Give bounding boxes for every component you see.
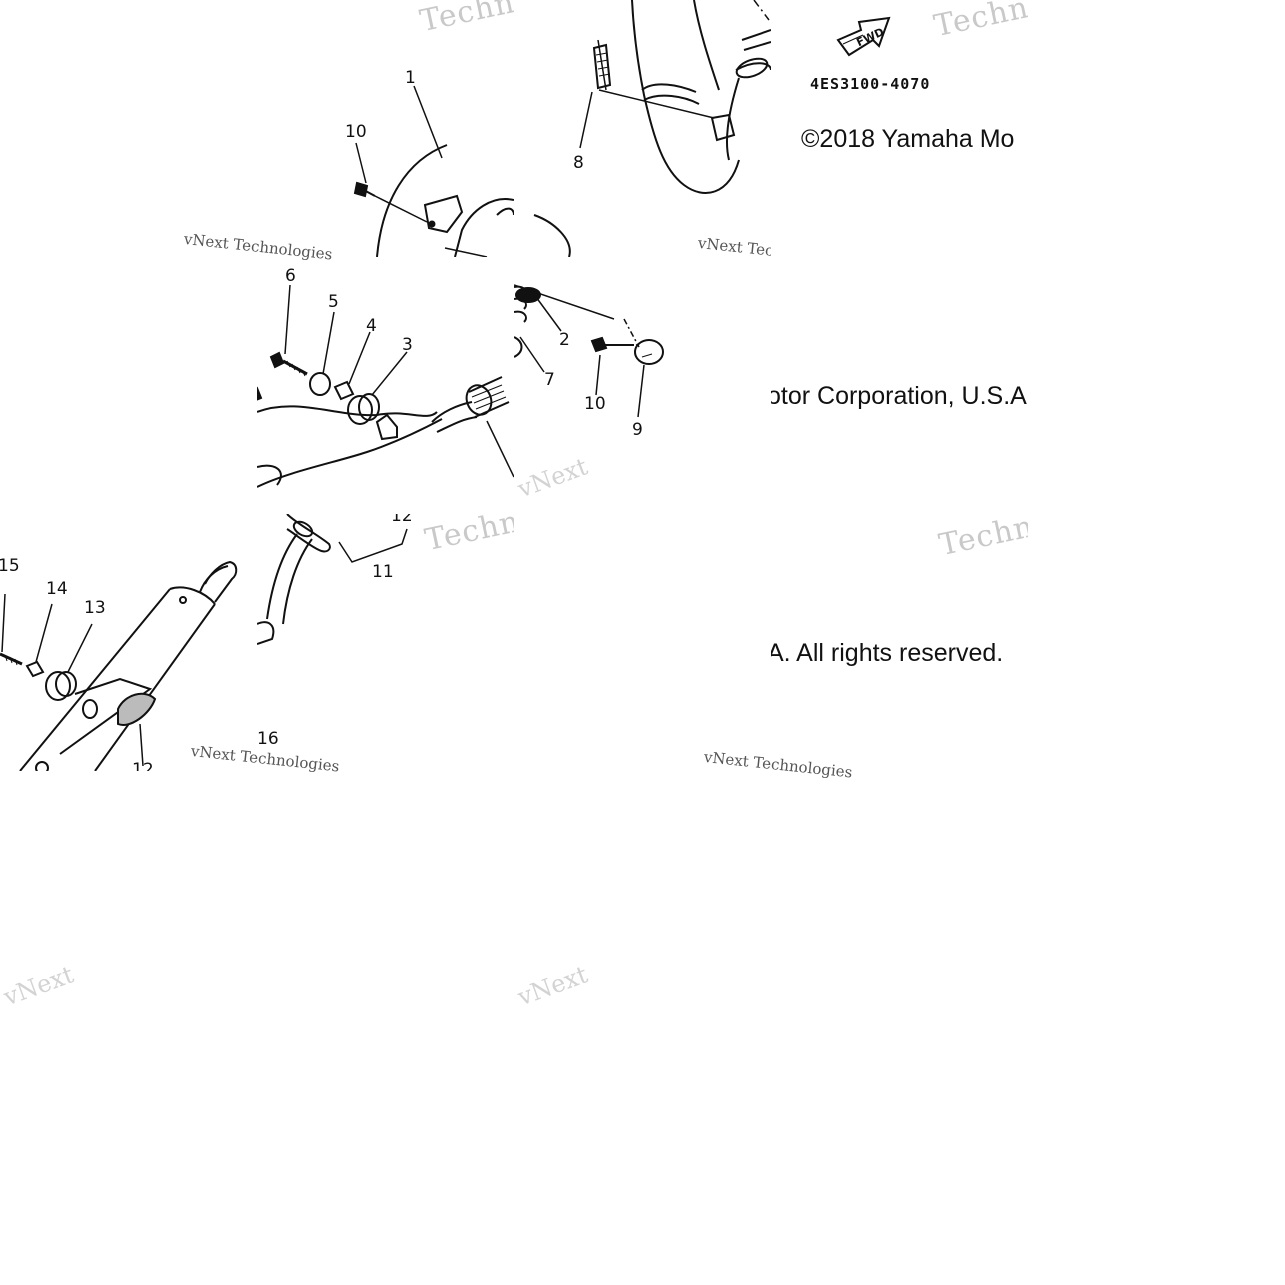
mount-hardware-drawing xyxy=(257,284,514,488)
tile-copyright-2: otor Corporation, U.S.A xyxy=(771,257,1028,514)
pipe-top-drawing xyxy=(353,85,514,257)
copyright-part-1: ©2018 Yamaha Mo xyxy=(801,125,1015,153)
tile-pipe-elbow: 8 vNext Technologies xyxy=(514,0,771,257)
bracket-parts-drawing xyxy=(514,284,664,418)
callout-7: 7 xyxy=(544,370,555,390)
callout-5: 5 xyxy=(328,292,339,312)
part-code: 4ES3100-4070 xyxy=(810,75,931,93)
tile-title-block: FWD 4ES3100-4070 ©2018 Yamaha Mo Technol… xyxy=(771,0,1028,257)
watermark-vnext: vNext xyxy=(0,960,78,1012)
callout-10-mid: 10 xyxy=(584,394,606,414)
tile-bracket-parts: 2 7 10 9 vNext xyxy=(514,257,771,514)
silencer-drawing xyxy=(0,560,238,771)
pipe-bend-drawing xyxy=(257,514,408,645)
tile-pipe-top: 1 10 Technologies xyxy=(257,0,514,257)
callout-12-upper: 12 xyxy=(391,514,413,526)
copyright-part-3: A. All rights reserved. xyxy=(771,639,1004,667)
callout-13: 13 xyxy=(84,598,106,618)
callout-6: 6 xyxy=(285,266,296,286)
callout-12-lower: 12 xyxy=(132,760,154,772)
pipe-elbow-drawing xyxy=(533,0,771,257)
tile-mount-hardware: 6 5 4 3 xyxy=(257,257,514,514)
watermark-technologies: Technologies xyxy=(936,514,1028,564)
callout-1: 1 xyxy=(405,68,416,88)
callout-14: 14 xyxy=(46,579,68,599)
tile-copyright-3: A. All rights reserved. Technologies xyxy=(771,514,1028,771)
callout-9: 9 xyxy=(632,420,643,440)
tile-silencer: 15 14 13 12 vNext xyxy=(0,514,257,771)
tile-pipe-bend: 12 11 16 Technologies xyxy=(257,514,514,771)
callout-8: 8 xyxy=(573,153,584,173)
copyright-part-2: otor Corporation, U.S.A xyxy=(771,382,1027,410)
callout-2: 2 xyxy=(559,330,570,350)
callout-15: 15 xyxy=(0,556,20,576)
callout-10-top: 10 xyxy=(345,122,367,142)
callout-3: 3 xyxy=(402,335,413,355)
callout-11: 11 xyxy=(372,562,394,582)
callout-16: 16 xyxy=(257,729,279,749)
callout-4: 4 xyxy=(366,316,377,336)
watermark-vnext: vNext xyxy=(514,960,592,1012)
fwd-arrow-drawing: FWD xyxy=(836,16,891,57)
